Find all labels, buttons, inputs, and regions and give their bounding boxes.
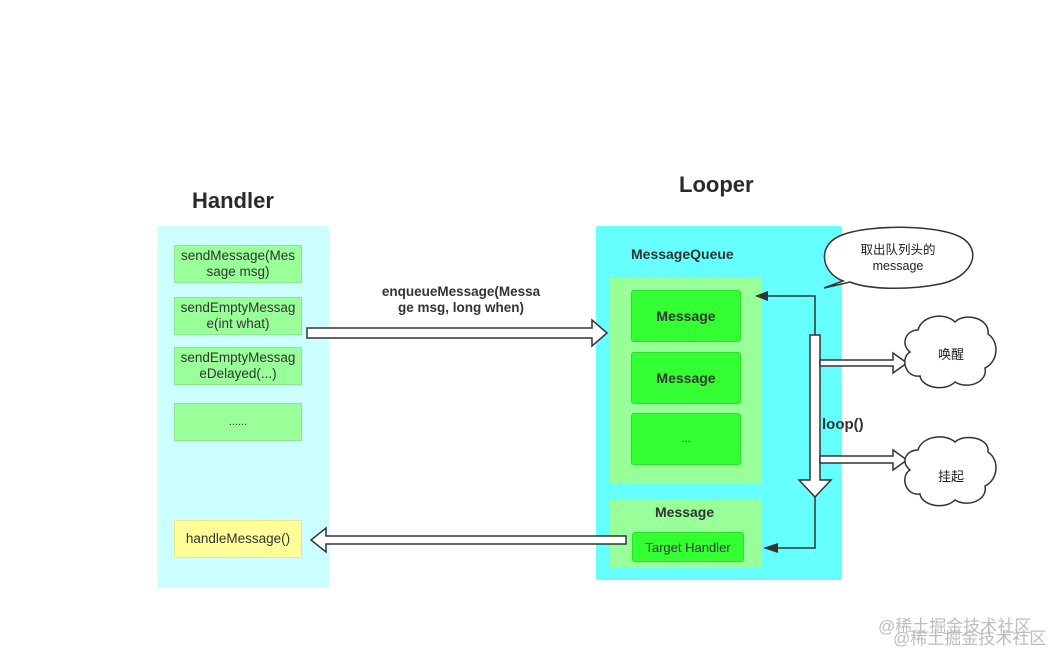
- message-queue-label: MessageQueue: [631, 246, 734, 262]
- wake-callout-text: 唤醒: [938, 347, 965, 362]
- loop-arrow: [797, 334, 833, 499]
- enqueue-arrow: [306, 318, 609, 348]
- more-methods-ellipsis: ......: [174, 403, 302, 441]
- looper-title: Looper: [679, 172, 754, 197]
- loop-fetch-line: [768, 295, 816, 335]
- dequeue-callout-text: 取出队列头的message: [860, 243, 936, 273]
- send-empty-message-delayed-method: sendEmptyMessageDelayed(...): [174, 347, 302, 385]
- dequeue-speech-bubble: [823, 226, 974, 289]
- suspend-callout-text: 挂起: [938, 469, 965, 484]
- watermark-shadow: @稀土掘金技术社区: [893, 629, 1047, 648]
- dispatch-arrow: [309, 526, 627, 554]
- loop-fetch-arrowhead: [755, 291, 768, 301]
- loop-dispatch-line: [778, 497, 816, 549]
- target-handler-box: Target Handler: [632, 532, 744, 562]
- queue-message-1: Message: [631, 290, 741, 342]
- watermark: @稀土掘金技术社区: [878, 617, 1032, 636]
- queue-message-2: Message: [631, 352, 741, 404]
- queue-message-more: ...: [631, 413, 741, 465]
- send-empty-message-method: sendEmptyMessage(int what): [174, 297, 302, 335]
- enqueue-message-label: enqueueMessage(Message msg, long when): [381, 284, 541, 315]
- loop-label: loop(): [822, 416, 864, 433]
- wake-cloud: [904, 315, 997, 389]
- suspend-arrow: [819, 448, 909, 472]
- wake-arrow: [819, 351, 909, 375]
- handle-message-method: handleMessage(): [174, 520, 302, 558]
- send-message-method: sendMessage(Message msg): [174, 245, 302, 283]
- loop-dispatch-arrowhead: [763, 543, 778, 553]
- handler-title: Handler: [192, 188, 274, 213]
- suspend-cloud: [904, 436, 997, 507]
- dequeued-message-label: Message: [655, 504, 715, 520]
